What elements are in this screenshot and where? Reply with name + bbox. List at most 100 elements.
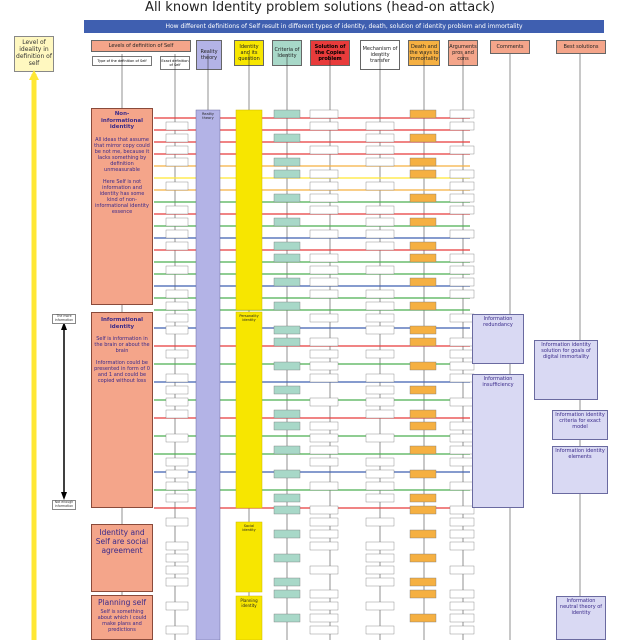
info-redundancy-box: Information redundancy bbox=[472, 314, 524, 364]
diagram-cell bbox=[165, 625, 189, 635]
diagram-cell bbox=[165, 265, 189, 275]
diagram-cell bbox=[365, 181, 395, 191]
block-informational: Informational identity Self is informati… bbox=[91, 312, 153, 508]
identity-question-bar-1 bbox=[235, 109, 263, 311]
diagram-cell bbox=[273, 529, 301, 539]
diagram-cell bbox=[365, 145, 395, 155]
column-header-best-solutions: Best solutions bbox=[556, 40, 606, 54]
diagram-cell bbox=[449, 457, 475, 467]
diagram-cell bbox=[309, 505, 339, 515]
diagram-cell bbox=[449, 313, 475, 323]
diagram-cell bbox=[365, 229, 395, 239]
diagram-cell bbox=[165, 409, 189, 419]
diagram-cell bbox=[365, 481, 395, 491]
diagram-cell bbox=[365, 409, 395, 419]
diagram-cell bbox=[409, 577, 437, 587]
diagram-cell bbox=[165, 397, 189, 407]
diagram-cell bbox=[165, 301, 189, 311]
diagram-cell bbox=[449, 517, 475, 527]
diagram-cell bbox=[409, 133, 437, 143]
diagram-cell bbox=[365, 577, 395, 587]
diagram-cell bbox=[449, 229, 475, 239]
diagram-cell bbox=[309, 109, 339, 119]
diagram-cell bbox=[309, 181, 339, 191]
diagram-cell bbox=[273, 157, 301, 167]
diagram-cell bbox=[309, 421, 339, 431]
diagram-cell bbox=[309, 589, 339, 599]
diagram-cell bbox=[365, 469, 395, 479]
diagram-cell bbox=[365, 133, 395, 143]
diagram-cell bbox=[365, 289, 395, 299]
planning-identity-label: Planning identity bbox=[240, 598, 258, 608]
diagram-cell bbox=[165, 541, 189, 551]
diagram-cell bbox=[273, 469, 301, 479]
diagram-cell bbox=[365, 349, 395, 359]
diagram-cell bbox=[165, 601, 189, 611]
diagram-cell bbox=[309, 565, 339, 575]
diagram-cell bbox=[409, 193, 437, 203]
diagram-cell bbox=[309, 121, 339, 131]
diagram-cell bbox=[449, 277, 475, 287]
diagram-cell bbox=[449, 445, 475, 455]
diagram-cell bbox=[273, 277, 301, 287]
diagram-cell bbox=[409, 301, 437, 311]
diagram-cell bbox=[273, 361, 301, 371]
diagram-cell bbox=[409, 361, 437, 371]
diagram-cell bbox=[165, 373, 189, 383]
diagram-cell bbox=[165, 205, 189, 215]
diagram-cell bbox=[409, 217, 437, 227]
diagram-cell bbox=[409, 169, 437, 179]
diagram-cell bbox=[449, 481, 475, 491]
diagram-cell bbox=[273, 325, 301, 335]
information-arrow-up bbox=[61, 322, 67, 330]
diagram-cell bbox=[273, 445, 301, 455]
diagram-cell bbox=[409, 325, 437, 335]
diagram-cell bbox=[409, 241, 437, 251]
diagram-cell bbox=[309, 253, 339, 263]
identity-question-bar-2 bbox=[235, 311, 263, 509]
diagram-cell bbox=[449, 145, 475, 155]
identity-elements-box: Information identity elements bbox=[552, 446, 608, 494]
diagram-cell bbox=[309, 265, 339, 275]
diagram-cell bbox=[165, 349, 189, 359]
diagram-cell bbox=[165, 289, 189, 299]
diagram-cell bbox=[165, 577, 189, 587]
diagram-cell bbox=[409, 445, 437, 455]
identity-question-bar-3 bbox=[235, 521, 263, 593]
diagram-cell bbox=[449, 361, 475, 371]
diagram-cell bbox=[165, 457, 189, 467]
diagram-cell bbox=[449, 265, 475, 275]
block-planning-self: Planning self Self is something about wh… bbox=[91, 595, 153, 640]
column-header-comments: Comments bbox=[490, 40, 530, 54]
diagram-cell bbox=[409, 277, 437, 287]
diagram-cell bbox=[309, 601, 339, 611]
diagram-cell bbox=[365, 541, 395, 551]
diagram-cell bbox=[309, 205, 339, 215]
diagram-cell bbox=[309, 541, 339, 551]
diagram-cell bbox=[365, 325, 395, 335]
diagram-cell bbox=[409, 553, 437, 563]
diagram-cell bbox=[309, 529, 339, 539]
diagram-cell bbox=[165, 493, 189, 503]
diagram-cell bbox=[449, 625, 475, 635]
diagram-cell bbox=[273, 493, 301, 503]
diagram-cell bbox=[309, 373, 339, 383]
diagram-cell bbox=[365, 385, 395, 395]
information-arrow-down bbox=[61, 492, 67, 500]
diagram-cell bbox=[365, 433, 395, 443]
diagram-cell bbox=[273, 253, 301, 263]
diagram-cell bbox=[365, 301, 395, 311]
diagram-cell bbox=[273, 301, 301, 311]
diagram-cell bbox=[365, 265, 395, 275]
block-body: Self is information in the brain or abou… bbox=[94, 336, 150, 354]
diagram-cell bbox=[165, 313, 189, 323]
diagram-cell bbox=[309, 481, 339, 491]
diagram-cell bbox=[449, 205, 475, 215]
diagram-cell bbox=[449, 421, 475, 431]
diagram-cell bbox=[449, 589, 475, 599]
diagram-cell bbox=[449, 601, 475, 611]
diagram-cell bbox=[273, 421, 301, 431]
block-title: Identity and Self are social agreement bbox=[95, 528, 149, 555]
diagram-cell bbox=[165, 241, 189, 251]
diagram-cell bbox=[365, 457, 395, 467]
